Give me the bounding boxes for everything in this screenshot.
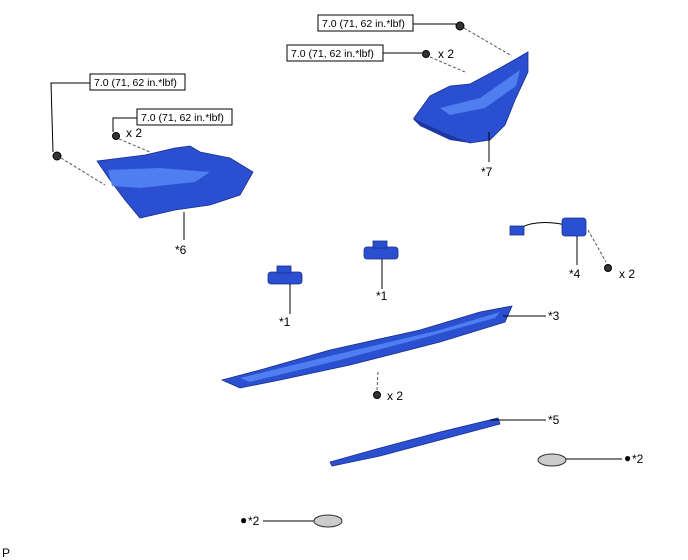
callout-5: *5 — [548, 413, 560, 427]
torque-label: 7.0 (71, 62 in.*lbf) — [291, 48, 374, 60]
callout-7: *7 — [481, 165, 493, 179]
callout-4: *4 — [569, 267, 581, 281]
bullet: ● — [240, 513, 247, 527]
quantity-label: x 2 — [438, 47, 454, 61]
part-3-garnish — [220, 305, 546, 399]
quantity-label: x 2 — [387, 389, 403, 403]
part-4-switch — [509, 217, 612, 272]
part-6-lamp — [96, 145, 254, 240]
quantity-label: x 2 — [126, 126, 142, 140]
part-1-lamp-b — [363, 240, 399, 289]
part-5-bracket — [329, 417, 546, 467]
callout-2: *2 — [248, 514, 260, 528]
part-7-lamp — [412, 51, 529, 162]
callout-1: *1 — [376, 289, 388, 303]
bolt-6b: 7.0 (71, 62 in.*lbf) x 2 — [112, 108, 233, 153]
bolt-7b: 7.0 (71, 62 in.*lbf) x 2 — [286, 44, 466, 73]
part-1-lamp-a — [267, 265, 303, 314]
bolt-7a: 7.0 (71, 62 in.*lbf) — [317, 14, 513, 57]
torque-label: 7.0 (71, 62 in.*lbf) — [141, 112, 224, 124]
callout-1: *1 — [279, 315, 291, 329]
callout-3: *3 — [548, 309, 560, 323]
callout-6: *6 — [175, 243, 187, 257]
bullet: ● — [624, 451, 631, 465]
callout-2: *2 — [632, 452, 644, 466]
torque-label: 7.0 (71, 62 in.*lbf) — [322, 18, 405, 30]
part-2-pad-b — [263, 514, 343, 528]
part-2-pad-a — [537, 453, 622, 467]
corner-label: P — [2, 546, 10, 560]
torque-label: 7.0 (71, 62 in.*lbf) — [94, 77, 177, 89]
bolt-6a: 7.0 (71, 62 in.*lbf) — [50, 73, 186, 186]
quantity-label: x 2 — [619, 267, 635, 281]
